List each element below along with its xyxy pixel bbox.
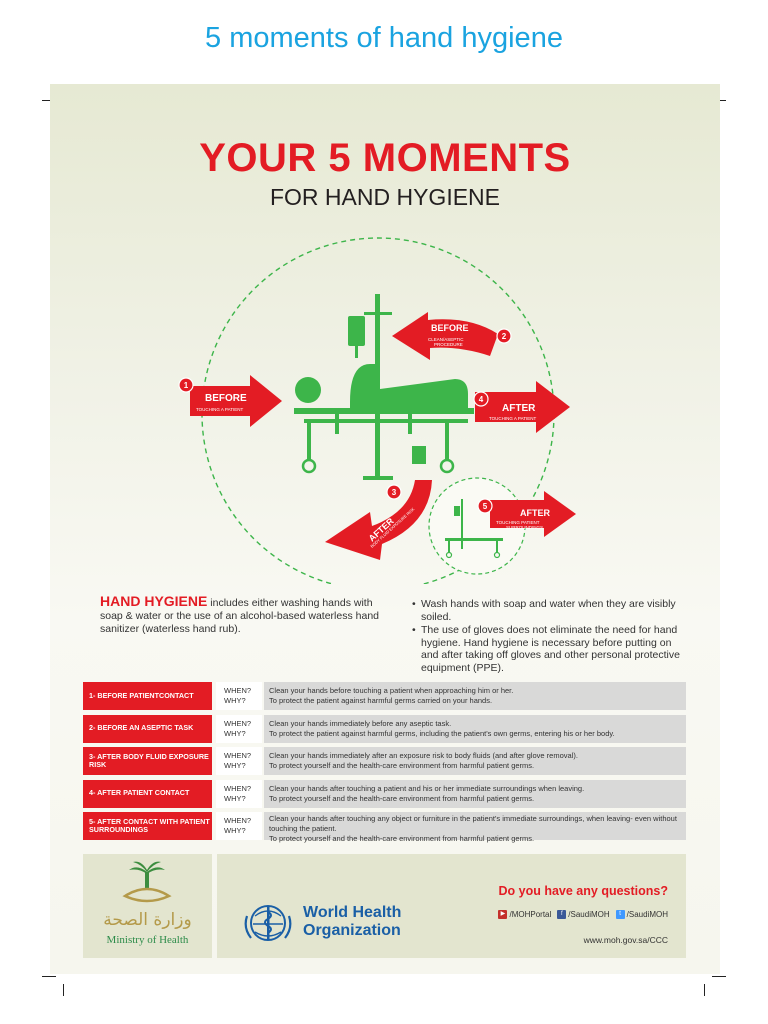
hand-hygiene-intro: HAND HYGIENE includes either washing han… [100, 593, 390, 636]
when-why-labels: WHEN?WHY? [216, 714, 262, 743]
row-why: To protect yourself and the health-care … [269, 793, 535, 803]
table-row: 3- AFTER BODY FLUID EXPOSURE RISK WHEN?W… [83, 747, 686, 775]
poster-headline: YOUR 5 MOMENTS [199, 136, 571, 180]
twitter-icon: t [615, 910, 625, 919]
social-facebook[interactable]: f/SaudiMOH [557, 910, 610, 919]
social-youtube[interactable]: ▶/MOHPortal [498, 910, 551, 919]
who-name: World Health Organization [303, 904, 402, 939]
crop-mark [63, 984, 64, 996]
table-row: 4- AFTER PATIENT CONTACT WHEN?WHY? Clean… [83, 779, 686, 808]
row-label: 1- BEFORE PATIENTCONTACT [83, 682, 212, 710]
row-why: To protect yourself and the health-care … [269, 761, 535, 770]
table-row: 2- BEFORE AN ASEPTIC TASK WHEN?WHY? Clea… [83, 714, 686, 743]
social-twitter[interactable]: t/SaudiMOH [615, 910, 668, 919]
five-moments-diagram: 1 BEFORE TOUCHING A PATIENT 2 BEFORE CLE… [178, 237, 576, 584]
bullet-text: Wash hands with soap and water when they… [421, 598, 676, 623]
moment-1-title: BEFORE [205, 393, 247, 404]
moment-2-title: BEFORE [431, 323, 469, 333]
youtube-icon: ▶ [498, 910, 508, 919]
row-description: Clean your hands after touching a patien… [264, 779, 686, 808]
row-when: Clean your hands immediately after an ex… [269, 751, 578, 760]
when-why-labels: WHEN?WHY? [216, 812, 262, 840]
row-description: Clean your hands immediately after an ex… [264, 747, 686, 775]
intro-highlight: HAND HYGIENE [100, 593, 208, 609]
surroundings-bed-illustration [445, 499, 503, 559]
when-why-labels: WHEN?WHY? [216, 682, 262, 710]
questions-heading: Do you have any questions? [498, 884, 668, 898]
poster: YOUR 5 MOMENTS FOR HAND HYGIENE [50, 84, 720, 974]
moments-table: 1- BEFORE PATIENTCONTACT WHEN?WHY? Clean… [83, 682, 686, 845]
when-why-labels: WHEN?WHY? [216, 747, 262, 775]
moment-2-subtitle-line1: CLEAN/ASEPTIC [428, 337, 464, 342]
moment-4-subtitle: TOUCHING A PATIENT [489, 416, 537, 421]
row-when: Clean your hands after touching a patien… [269, 783, 585, 793]
row-why: To protect the patient against harmful g… [269, 696, 493, 705]
social-links: ▶/MOHPortal f/SaudiMOH t/SaudiMOH [498, 910, 668, 919]
crop-mark [712, 976, 726, 977]
bullet-text: The use of gloves does not eliminate the… [421, 624, 680, 674]
moment-4-title: AFTER [502, 403, 536, 414]
crop-mark [42, 976, 56, 977]
poster-footer: وزارة الصحة Ministry of Health World Hea… [83, 854, 686, 958]
moh-english-name: Ministry of Health [106, 934, 189, 946]
moh-arabic-name: وزارة الصحة [103, 910, 192, 930]
moment-5-subtitle-line2: SURROUNDINGS [506, 525, 543, 530]
facebook-icon: f [557, 910, 567, 919]
footer-main-panel: World Health Organization Do you have an… [217, 854, 686, 958]
moment-5-subtitle-line1: TOUCHING PATIENT [496, 520, 540, 525]
crop-mark [42, 100, 56, 101]
table-row: 5- AFTER CONTACT WITH PATIENT SURROUNDIN… [83, 812, 686, 843]
moment-5-number: 5 [483, 502, 488, 511]
moment-4-number: 4 [479, 395, 484, 404]
row-label: 4- AFTER PATIENT CONTACT [83, 779, 212, 808]
patient-bed-illustration [294, 294, 474, 480]
row-description: Clean your hands before touching a patie… [264, 682, 686, 710]
row-label: 5- AFTER CONTACT WITH PATIENT SURROUNDIN… [83, 812, 212, 840]
moment-2-arrow: 2 BEFORE CLEAN/ASEPTIC PROCEDURE [392, 312, 512, 360]
moh-logo-icon [122, 861, 172, 903]
moment-1-number: 1 [184, 381, 189, 390]
row-when: Clean your hands before touching a patie… [269, 686, 514, 695]
row-description: Clean your hands immediately before any … [264, 714, 686, 743]
poster-subheadline: FOR HAND HYGIENE [269, 184, 501, 210]
page-title: 5 moments of hand hygiene [205, 22, 563, 54]
moment-5-arrow: 5 AFTER TOUCHING PATIENT SURROUNDINGS [477, 491, 576, 537]
moment-4-arrow: 4 AFTER TOUCHING A PATIENT [473, 381, 570, 433]
row-description: Clean your hands after touching any obje… [264, 812, 686, 843]
moment-3-arrow: 3 AFTER BODY FLUID EXPOSURE RISK [325, 480, 432, 560]
moment-1-subtitle: TOUCHING A PATIENT [196, 407, 244, 412]
row-label: 2- BEFORE AN ASEPTIC TASK [83, 714, 212, 743]
row-label: 3- AFTER BODY FLUID EXPOSURE RISK [83, 747, 212, 775]
moment-1-arrow: 1 BEFORE TOUCHING A PATIENT [178, 375, 282, 427]
row-why: To protect the patient against harmful g… [269, 728, 615, 738]
moment-2-subtitle-line2: PROCEDURE [434, 342, 463, 347]
moment-3-number: 3 [392, 488, 397, 497]
table-row: 1- BEFORE PATIENTCONTACT WHEN?WHY? Clean… [83, 682, 686, 710]
row-when: Clean your hands immediately before any … [269, 718, 452, 728]
when-why-labels: WHEN?WHY? [216, 779, 262, 808]
bullet-item: •Wash hands with soap and water when the… [412, 598, 682, 623]
crop-mark [704, 984, 705, 996]
who-emblem-icon [244, 905, 292, 941]
bullet-item: •The use of gloves does not eliminate th… [412, 624, 682, 674]
intro-text: includes either washing hands with soap … [100, 597, 380, 635]
row-why: To protect yourself and the health-care … [269, 834, 535, 843]
website-link[interactable]: www.moh.gov.sa/CCC [583, 935, 668, 945]
moment-5-title: AFTER [520, 508, 550, 518]
moment-2-number: 2 [502, 332, 507, 341]
moh-logo-panel: وزارة الصحة Ministry of Health [83, 854, 212, 958]
row-when: Clean your hands after touching any obje… [269, 814, 677, 833]
bullet-list: •Wash hands with soap and water when the… [412, 598, 682, 675]
